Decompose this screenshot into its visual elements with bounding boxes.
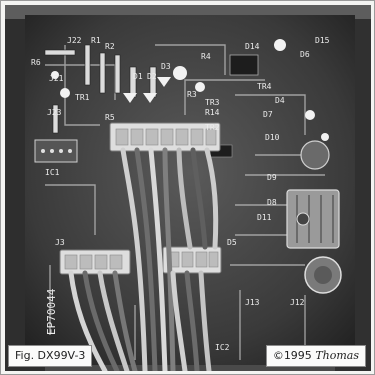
board-label-d5: D5 — [227, 238, 237, 247]
board-label-d11: D11 — [257, 213, 272, 222]
board-label-j21: J21 — [49, 74, 64, 83]
wire-harness — [68, 147, 219, 371]
board-label-d15: D15 — [315, 36, 330, 45]
board-label-j12: J12 — [290, 298, 305, 307]
board-label-ic1: IC1 — [45, 168, 60, 177]
board-label-d1: D1 — [133, 72, 143, 81]
board-label-tr2: TR2 — [205, 123, 220, 132]
board-label-d2: D2 — [147, 72, 157, 81]
board-label-r2: R2 — [105, 42, 115, 51]
board-label-r5: R5 — [105, 113, 115, 122]
board-label-tr1: TR1 — [75, 93, 90, 102]
board-label-r4: R4 — [201, 52, 211, 61]
board-label-r3: R3 — [187, 90, 197, 99]
board-label-d3: D3 — [161, 62, 171, 71]
capacitor — [300, 140, 330, 170]
board-label-d6: D6 — [300, 50, 310, 59]
board-label-j3: J3 — [55, 238, 65, 247]
board-label-d10: D10 — [265, 133, 280, 142]
board-label-d9: D9 — [267, 173, 277, 182]
circuit-board-photo: EP70044 J21 J23 J3 J13 J12 J22 R6 R1 R2 … — [5, 5, 371, 371]
board-label-j13: J13 — [245, 298, 260, 307]
board-label-ic2: IC2 — [215, 343, 230, 352]
board-label-r6: R6 — [31, 58, 41, 67]
heat-sink — [286, 189, 340, 249]
credit-name: Thomas — [315, 349, 359, 362]
board-label-tr4: TR4 — [257, 82, 272, 91]
board-label-d8: D8 — [267, 198, 277, 207]
board-label-r14: R14 — [205, 108, 220, 117]
copyright-credit: ©1995 Thomas — [265, 345, 366, 367]
board-label-j23: J23 — [47, 108, 62, 117]
board-label-j22: J22 — [67, 36, 82, 45]
board-label-tr3: TR3 — [205, 98, 220, 107]
board-label-d14: D14 — [245, 42, 260, 51]
board-label-d4: D4 — [275, 96, 285, 105]
board-label-r1: R1 — [91, 36, 101, 45]
copyright-year: ©1995 — [272, 349, 312, 362]
board-part-number: EP70044 — [45, 288, 58, 335]
figure-label: Fig. DX99V-3 — [8, 345, 93, 367]
board-label-d7: D7 — [263, 110, 273, 119]
